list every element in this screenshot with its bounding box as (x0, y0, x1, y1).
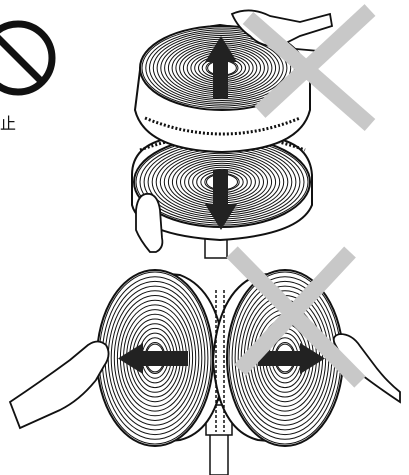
prohibition-label: 止 (0, 110, 16, 134)
no-entry-icon (0, 24, 52, 92)
hand-bottom (136, 194, 162, 252)
hand-left (10, 342, 109, 429)
